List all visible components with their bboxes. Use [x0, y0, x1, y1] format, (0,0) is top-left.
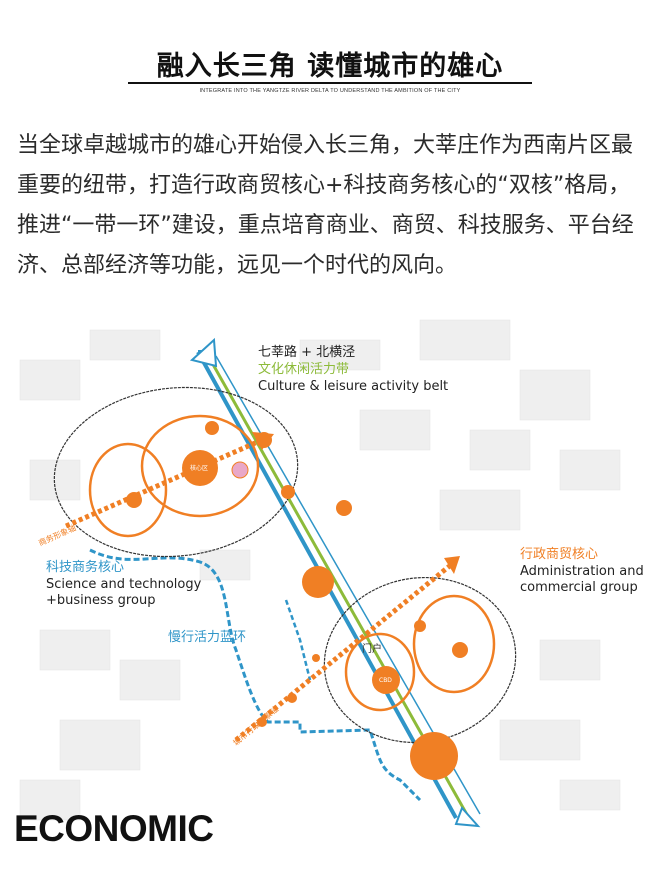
admin-group: [344, 594, 496, 712]
axis-arrow-admin: [444, 556, 460, 574]
axis-left-label: 商务形象轴: [37, 522, 78, 547]
planning-diagram: 核心区 CBD 门户 商务形象轴 城市行政形象轴 七莘路 + 北横泾 文化休闲活…: [19, 319, 644, 828]
node-admin-label: CBD: [379, 677, 392, 684]
science-label: 科技商务核心 Science and technology +business …: [46, 559, 202, 608]
orange-axes: [64, 437, 454, 742]
header: 融入长三角 读懂城市的雄心 INTEGRATE INTO THE YANGTZE…: [128, 44, 532, 94]
science-en2: +business group: [46, 593, 155, 608]
admin-en1: Administration and: [520, 564, 644, 579]
node-labels: 核心区 CBD: [190, 464, 392, 684]
map-background: [19, 319, 621, 821]
science-cn: 科技商务核心: [46, 559, 124, 575]
footer-label: ECONOMIC: [14, 808, 214, 849]
node-center-label: 核心区: [190, 464, 208, 472]
science-en1: Science and technology: [46, 577, 202, 592]
title-divider: [128, 82, 532, 84]
belt-cn2: 文化休闲活力带: [258, 362, 349, 377]
science-group: [88, 414, 260, 538]
orange-nodes: [126, 421, 468, 780]
belt-label: 七莘路 + 北横泾 文化休闲活力带 Culture & leisure acti…: [258, 344, 448, 394]
admin-label: 行政商贸核心 Administration and commercial gro…: [520, 547, 644, 595]
gate-label: 门户: [362, 642, 382, 655]
page-title: 融入长三角 读懂城市的雄心: [156, 51, 504, 82]
page-subtitle: INTEGRATE INTO THE YANGTZE RIVER DELTA T…: [199, 88, 461, 94]
zone-boundaries: [53, 386, 517, 744]
belt-en: Culture & leisure activity belt: [258, 379, 448, 394]
pink-node: [231, 461, 249, 479]
intro-paragraph: 当全球卓越城市的雄心开始侵入长三角，大莘庄作为西南片区最重要的纽带，打造行政商贸…: [17, 133, 634, 278]
belt-arrowheads: [189, 337, 481, 828]
axis-diag-label: 城市行政形象轴: [231, 704, 280, 748]
admin-cn: 行政商贸核心: [520, 547, 598, 562]
ring-label: 慢行活力蓝环: [168, 629, 246, 645]
belt-cn1: 七莘路 + 北横泾: [258, 344, 355, 360]
admin-en2: commercial group: [520, 580, 638, 595]
